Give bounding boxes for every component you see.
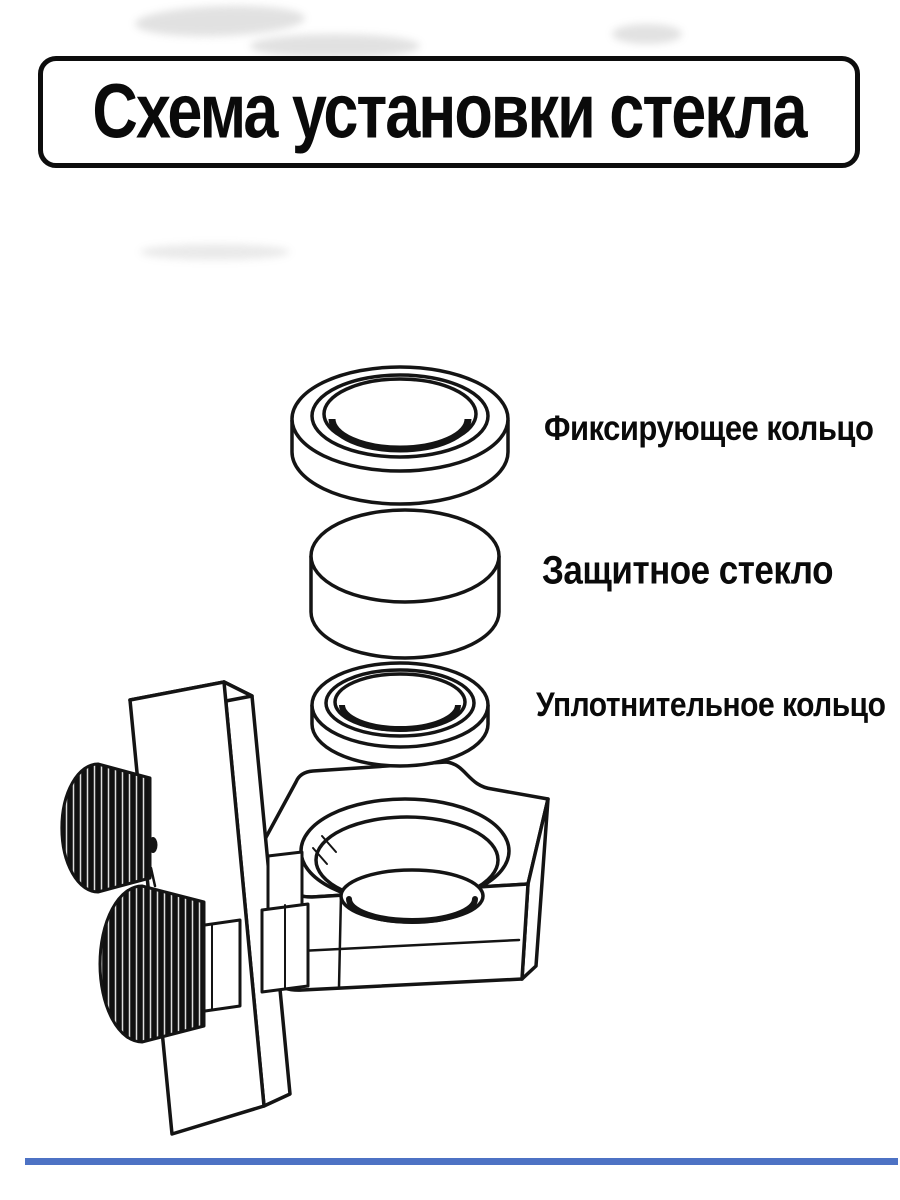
page-title: Схема установки стекла bbox=[92, 69, 807, 155]
sealing-ring-illustration bbox=[310, 661, 490, 768]
footer-accent-line bbox=[25, 1158, 898, 1165]
label-fixing-ring: Фиксирующее кольцо bbox=[544, 408, 874, 449]
mounting-bracket-illustration bbox=[60, 680, 550, 1136]
label-sealing-ring: Уплотнительное кольцо bbox=[536, 686, 886, 724]
protective-glass-illustration bbox=[309, 508, 501, 660]
title-box: Схема установки стекла bbox=[38, 56, 860, 168]
label-protective-glass: Защитное стекло bbox=[542, 548, 833, 593]
fixing-ring-illustration bbox=[290, 365, 510, 506]
